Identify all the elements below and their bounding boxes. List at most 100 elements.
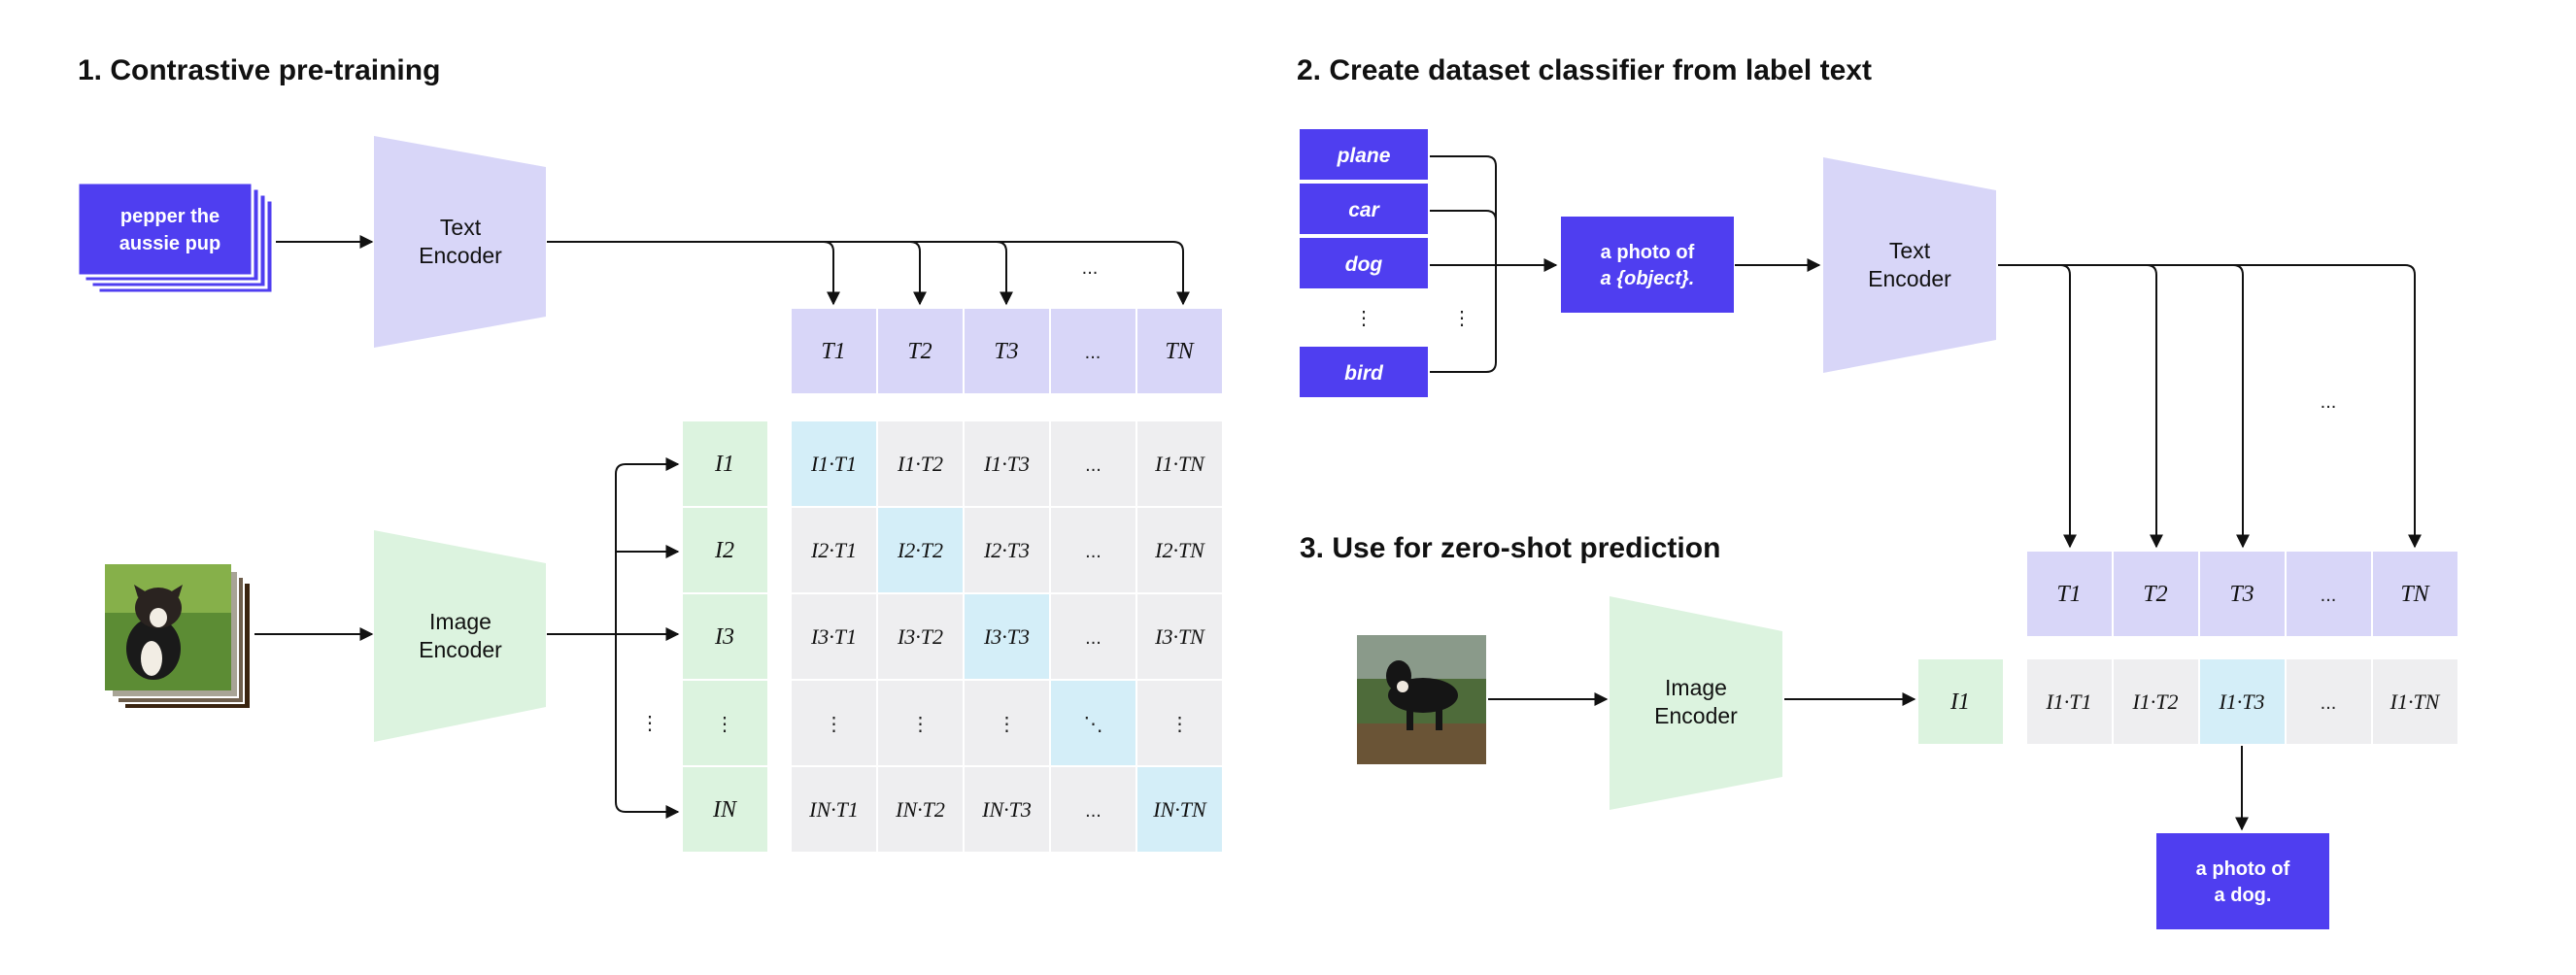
text-fanout-arrows: [547, 241, 1190, 306]
label-text: dog: [1345, 253, 1383, 276]
template-line-2: a {object}.: [1601, 268, 1695, 289]
matrix-cell: [1137, 421, 1222, 506]
text-feature-cell: [965, 309, 1049, 393]
prediction-box: a photo of a dog.: [2156, 833, 2329, 929]
matrix-cell-label: ...: [1085, 454, 1102, 476]
input-text-line-1: pepper the: [120, 206, 220, 227]
label-list-ellipsis: ⋮: [1354, 308, 1373, 329]
matrix-cell-label: ⋮: [911, 714, 931, 735]
zero-shot-score-cell: [2287, 659, 2371, 744]
section1-title: 1. Contrastive pre-training: [78, 54, 440, 86]
matrix-cell: [792, 594, 876, 679]
matrix-cell: [1137, 594, 1222, 679]
matrix-cell: [878, 681, 963, 765]
matrix-cell-label: I3·T2: [897, 624, 943, 649]
matrix-cell-label: I3·T1: [810, 624, 857, 649]
label-box: [1300, 238, 1428, 288]
zero-shot-score-cell: [2027, 659, 2112, 744]
zero-shot-text-feature-label: T1: [2056, 582, 2081, 607]
matrix-cell-label: I3·T3: [983, 624, 1030, 649]
matrix-cell: [965, 681, 1049, 765]
zero-shot-score-cell: [2373, 659, 2457, 744]
text-feature-cell: [878, 309, 963, 393]
text-encoder-2: Text Encoder: [1823, 157, 1996, 373]
zero-shot-score-label: I1·TN: [2390, 689, 2441, 714]
matrix-cell-label: I1·T3: [983, 452, 1030, 476]
matrix-cell-label: ...: [1085, 627, 1102, 649]
image-feature-label: I2: [714, 538, 734, 563]
zero-shot-score-label: I1·T2: [2131, 689, 2178, 714]
image-feature-column: I1 I2 I3 ⋮ IN: [683, 421, 767, 852]
image-encoder-2: Image Encoder: [1610, 596, 1782, 810]
image-fanout-arrows: [547, 457, 678, 819]
text-encoder-1-line-2: Encoder: [419, 243, 502, 268]
zero-shot-fanout-arrows: [1998, 264, 2422, 549]
text-feature-cell: [1051, 309, 1135, 393]
matrix-cell: [1051, 508, 1135, 592]
matrix-cell: [792, 767, 876, 852]
image-encoder-1-line-1: Image: [429, 609, 491, 634]
label-text: car: [1348, 199, 1380, 221]
matrix-cell-label: I3·TN: [1154, 624, 1205, 649]
image-feature-cell: [683, 594, 767, 679]
matrix-cell: [792, 681, 876, 765]
image-encoder-2-line-2: Encoder: [1654, 703, 1738, 728]
matrix-cell-highlighted: [1051, 681, 1135, 765]
matrix-cell: [1137, 681, 1222, 765]
matrix-cell-label: I2·T3: [983, 538, 1030, 562]
matrix-cell-highlighted: [1137, 767, 1222, 852]
text-feature-cell: [1137, 309, 1222, 393]
section3-title: 3. Use for zero-shot prediction: [1300, 532, 1720, 564]
label-box: [1300, 347, 1428, 397]
matrix-cell: [878, 767, 963, 852]
image-encoder-2-line-1: Image: [1665, 675, 1727, 700]
zero-shot-text-feature-label: ...: [2321, 585, 2337, 606]
label-list: plane car dog ⋮ bird: [1300, 129, 1428, 397]
matrix-cell-label: ⋮: [825, 714, 844, 735]
text-input-stack: pepper the aussie pup: [76, 181, 275, 295]
text-feature-label: ...: [1085, 342, 1102, 363]
image-feature-label: ⋮: [715, 714, 734, 735]
text-feature-label: TN: [1165, 339, 1195, 364]
matrix-cell-label: ⋮: [998, 714, 1017, 735]
zero-shot-text-feature-cell: [2027, 552, 2112, 636]
zero-shot-text-feature-label: T2: [2143, 582, 2167, 607]
matrix-cell-highlighted: [965, 594, 1049, 679]
text-encoder-2-line-1: Text: [1889, 238, 1931, 263]
matrix-cell: [1051, 767, 1135, 852]
matrix-cell-label: IN·T1: [808, 797, 859, 822]
text-fanout-ellipsis: ...: [1082, 257, 1099, 279]
image-feature-label: I1: [714, 452, 734, 477]
matrix-cell: [965, 421, 1049, 506]
zero-shot-text-feature-label: TN: [2400, 582, 2430, 607]
text-feature-label: T3: [994, 339, 1018, 364]
matrix-cell: [965, 508, 1049, 592]
zero-shot-image-feature-label: I1: [1949, 689, 1970, 715]
matrix-cell-label: ⋮: [1170, 714, 1190, 735]
input-text-line-2: aussie pup: [119, 233, 220, 254]
matrix-cell-highlighted: [792, 421, 876, 506]
matrix-cell: [792, 508, 876, 592]
label-box: [1300, 129, 1428, 180]
prediction-line-2: a dog.: [2215, 885, 2272, 906]
matrix-cell-label: IN·T2: [895, 797, 945, 822]
matrix-cell: [965, 767, 1049, 852]
matrix-cell: [1051, 594, 1135, 679]
zero-shot-score-label: ...: [2321, 692, 2337, 714]
image-feature-cell: [683, 421, 767, 506]
matrix-cell-label: IN·T3: [981, 797, 1032, 822]
label-box: [1300, 184, 1428, 234]
image-encoder-1: Image Encoder: [374, 530, 546, 742]
zero-shot-text-feature-label: T3: [2229, 582, 2254, 607]
matrix-cell-highlighted: [878, 508, 963, 592]
matrix-cell: [1137, 508, 1222, 592]
matrix-cell-label: IN·TN: [1152, 797, 1207, 822]
image-feature-cell: [683, 681, 767, 765]
zero-shot-score-label: I1·T1: [2045, 689, 2091, 714]
prediction-line-1: a photo of: [2196, 858, 2290, 880]
matrix-cell-label: I1·TN: [1154, 452, 1205, 476]
label-text: plane: [1337, 145, 1391, 167]
text-encoder-2-line-2: Encoder: [1868, 266, 1951, 291]
zero-shot-score-label: I1·T3: [2218, 689, 2264, 714]
matrix-cell-label: I2·T2: [897, 538, 943, 562]
